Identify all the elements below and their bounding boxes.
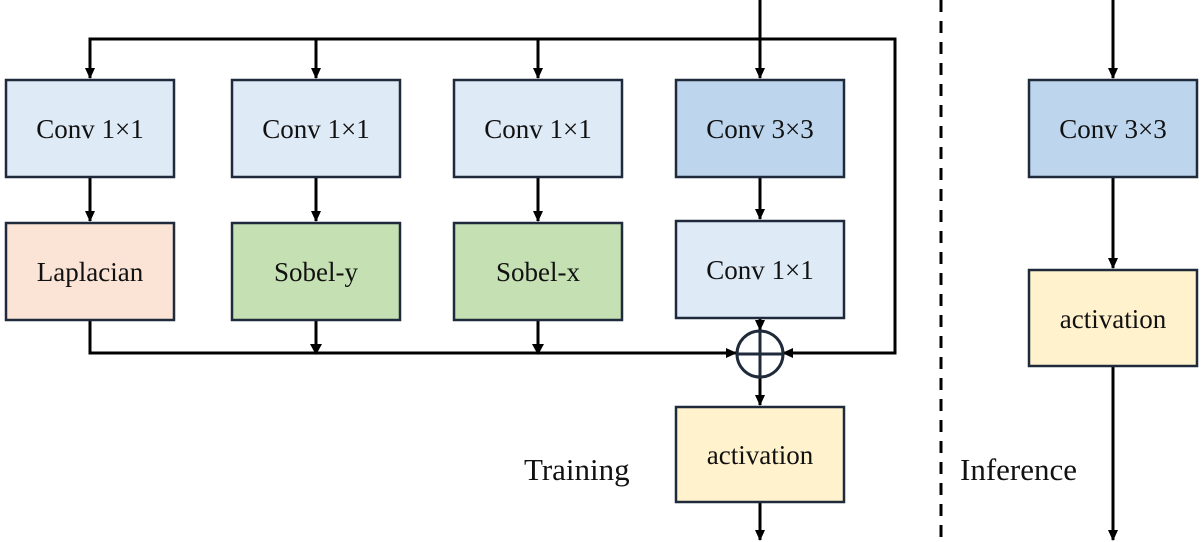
- branch4-conv1x1-label: Conv 1×1: [706, 255, 814, 285]
- branch3-merge-arrowhead: [532, 344, 544, 355]
- branch1-conv-label: Conv 1×1: [36, 114, 144, 144]
- sobel-x-node: Sobel-x: [452, 221, 624, 322]
- training-caption: Training: [524, 452, 630, 487]
- bottom-collect-path: [88, 320, 737, 358]
- training-connectors: [85, 0, 897, 541]
- branch2-conv-node: Conv 1×1: [230, 78, 402, 179]
- training-activation-label: activation: [707, 440, 814, 470]
- laplacian-node: Laplacian: [4, 221, 176, 322]
- branch2-merge-arrowhead: [310, 344, 322, 355]
- branch2-conv-label: Conv 1×1: [262, 114, 370, 144]
- branch4-conv3x3-label: Conv 3×3: [706, 114, 814, 144]
- sobel-y-label: Sobel-y: [274, 257, 358, 287]
- branch1-conv-node: Conv 1×1: [4, 78, 176, 179]
- branch4-conv3x3-node: Conv 3×3: [674, 78, 846, 179]
- training-activation-node: activation: [674, 405, 846, 504]
- branch3-conv-label: Conv 1×1: [484, 114, 592, 144]
- inference-conv3x3-label: Conv 3×3: [1059, 114, 1167, 144]
- inference-activation-node: activation: [1027, 268, 1199, 368]
- branch4-conv1x1-node: Conv 1×1: [674, 219, 846, 320]
- laplacian-label: Laplacian: [37, 257, 144, 287]
- sobel-x-label: Sobel-x: [496, 257, 580, 287]
- inference-conv3x3-node: Conv 3×3: [1027, 78, 1199, 179]
- sobel-y-node: Sobel-y: [230, 221, 402, 322]
- branch3-conv-node: Conv 1×1: [452, 78, 624, 179]
- sum-icon: [735, 329, 785, 379]
- inference-caption: Inference: [960, 452, 1077, 487]
- inference-activation-label: activation: [1060, 304, 1167, 334]
